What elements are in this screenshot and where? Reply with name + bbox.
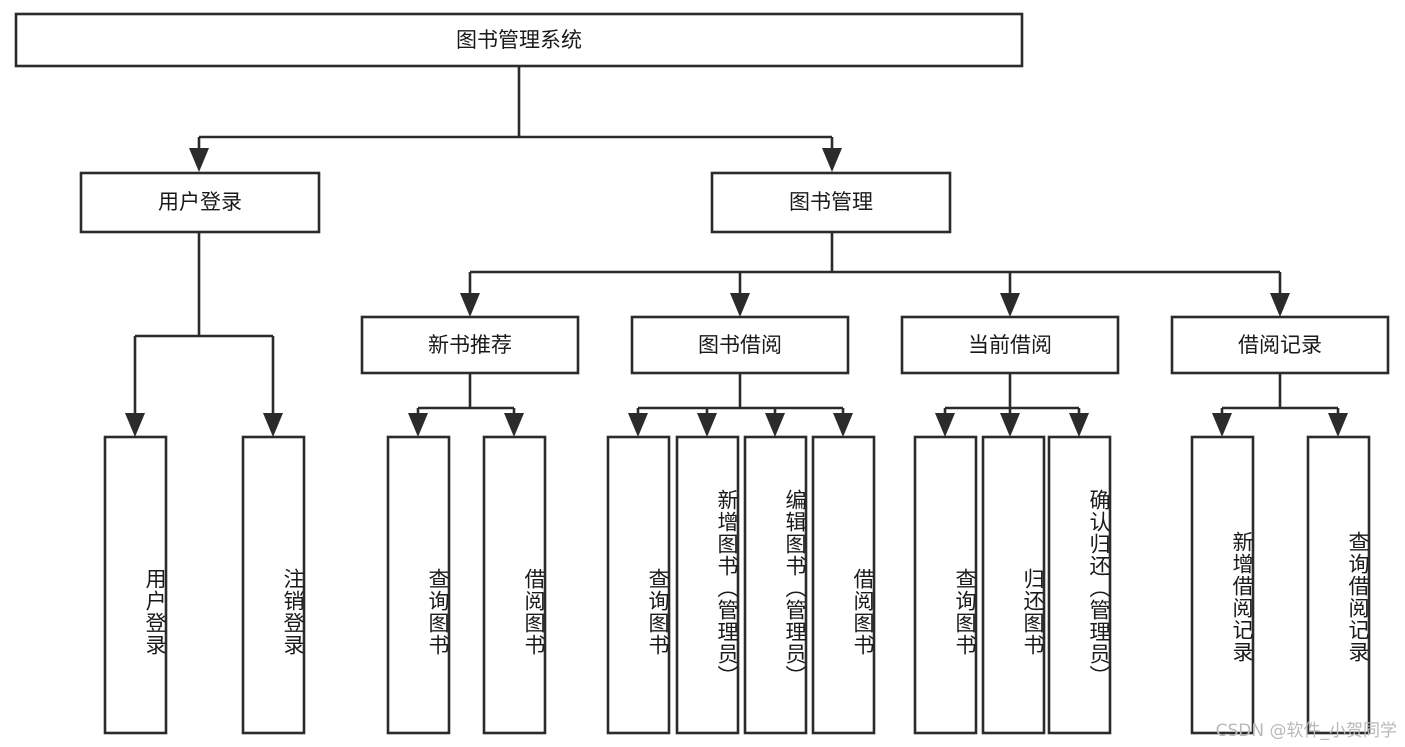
arrow-head-icon [408,413,428,437]
connector-newbook-to-leaves [408,373,524,437]
arrow-head-icon [1069,413,1089,437]
leaf-box-confirm-return[interactable] [1047,435,1112,735]
node-root[interactable]: 图书管理系统 [14,12,1024,68]
node-current-borrow[interactable]: 当前借阅 [900,315,1120,375]
leaf-box-add-book[interactable] [675,435,740,735]
node-current-borrow-label: 当前借阅 [968,333,1052,357]
leaf-box-query-book-1[interactable] [386,435,451,735]
node-root-box[interactable] [14,12,1024,68]
leaf-box-query-record[interactable] [1306,435,1371,735]
arrow-head-icon [1000,293,1020,317]
node-new-book-recommend[interactable]: 新书推荐 [360,315,580,375]
arrow-head-icon [935,413,955,437]
connector-root-to-level2 [189,66,842,172]
node-book-manage[interactable]: 图书管理 [710,171,952,234]
leaf-box-borrow-book-2[interactable] [811,435,876,735]
node-current-borrow-box[interactable] [900,315,1120,375]
node-new-book-recommend-box[interactable] [360,315,580,375]
leaf-box-borrow-book-1[interactable] [482,435,547,735]
node-book-borrow[interactable]: 图书借阅 [630,315,850,375]
node-borrow-record[interactable]: 借阅记录 [1170,315,1390,375]
node-borrow-record-label: 借阅记录 [1238,333,1322,357]
arrow-head-icon [1000,413,1020,437]
leaf-box-add-record[interactable] [1190,435,1255,735]
arrow-head-icon [460,293,480,317]
node-book-manage-label: 图书管理 [789,190,873,214]
leaf-box-query-book-2[interactable] [606,435,671,735]
connector-borrowrecord-to-leaves [1212,373,1348,437]
connector-bookborrow-to-leaves [628,373,853,437]
node-book-borrow-label: 图书借阅 [698,333,782,357]
node-borrow-record-box[interactable] [1170,315,1390,375]
arrow-head-icon [697,413,717,437]
node-book-borrow-box[interactable] [630,315,850,375]
node-book-manage-box[interactable] [710,171,952,234]
watermark-text: CSDN @软件_小贺同学 [1215,721,1397,741]
arrow-head-icon [1212,413,1232,437]
arrow-head-icon [263,413,283,437]
node-user-login-label: 用户登录 [158,190,242,214]
arrow-head-icon [730,293,750,317]
arrow-head-icon [504,413,524,437]
arrow-head-icon [1328,413,1348,437]
node-user-login-box[interactable] [79,171,321,234]
arrow-head-icon [833,413,853,437]
node-root-label: 图书管理系统 [456,28,582,52]
arrow-head-icon [822,148,842,172]
arrow-head-icon [125,413,145,437]
arrow-head-icon [765,413,785,437]
connector-currentborrow-to-leaves [935,373,1089,437]
arrow-head-icon [1270,293,1290,317]
leaf-box-logout-login[interactable] [241,435,306,735]
connector-bookmanage-to-level3 [460,232,1290,317]
connector-userlogin-to-leaves [125,232,283,437]
node-user-login[interactable]: 用户登录 [79,171,321,234]
leaf-box-edit-book[interactable] [743,435,808,735]
leaf-box-user-login[interactable] [103,435,168,735]
leaf-box-query-book-3[interactable] [913,435,978,735]
leaf-box-return-book[interactable] [981,435,1046,735]
node-new-book-recommend-label: 新书推荐 [428,333,512,357]
arrow-head-icon [189,148,209,172]
arrow-head-icon [628,413,648,437]
